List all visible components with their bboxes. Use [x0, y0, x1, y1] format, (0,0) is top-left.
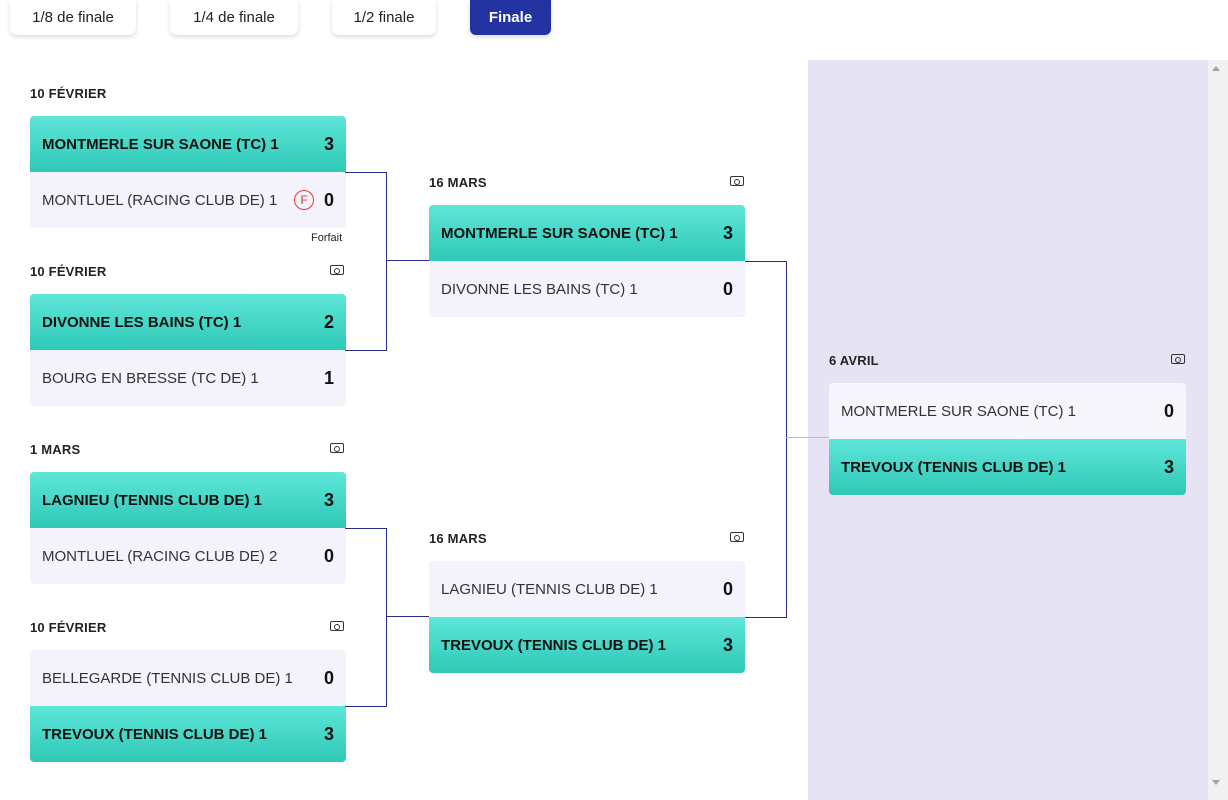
match-date: 16 MARS	[429, 531, 487, 546]
team-name: LAGNIEU (TENNIS CLUB DE) 1	[441, 580, 658, 598]
bracket-connector	[345, 350, 386, 351]
video-camera-icon[interactable]	[730, 532, 744, 542]
tab-final[interactable]: Finale	[470, 0, 551, 35]
team-name: TREVOUX (TENNIS CLUB DE) 1	[441, 636, 667, 654]
team-row-winner: MONTMERLE SUR SAONE (TC) 1 3	[30, 116, 346, 172]
match-date: 10 FÉVRIER	[30, 264, 107, 279]
team-name: MONTLUEL (RACING CLUB DE) 1	[42, 191, 278, 209]
team-row-winner: TREVOUX (TENNIS CLUB DE) 1 3	[30, 706, 346, 762]
team-score: 3	[722, 634, 733, 655]
video-camera-icon[interactable]	[1171, 354, 1185, 364]
match-date: 10 FÉVRIER	[30, 620, 107, 635]
bracket-connector	[345, 706, 386, 707]
bracket-connector	[786, 261, 787, 618]
team-score: 3	[722, 222, 733, 243]
team-row-loser: MONTMERLE SUR SAONE (TC) 1 0	[829, 383, 1186, 439]
team-score: 3	[323, 133, 334, 154]
match-card[interactable]: MONTMERLE SUR SAONE (TC) 1 3 MONTLUEL (R…	[30, 116, 346, 228]
match-card[interactable]: LAGNIEU (TENNIS CLUB DE) 1 0 TREVOUX (TE…	[429, 561, 745, 673]
match-date: 10 FÉVRIER	[30, 86, 107, 101]
team-score: 0	[722, 278, 733, 299]
team-row-loser: LAGNIEU (TENNIS CLUB DE) 1 0	[429, 561, 745, 617]
match-date: 1 MARS	[30, 442, 81, 457]
team-row-loser: MONTLUEL (RACING CLUB DE) 2 0	[30, 528, 346, 584]
team-row-winner: TREVOUX (TENNIS CLUB DE) 1 3	[429, 617, 745, 673]
team-name: TREVOUX (TENNIS CLUB DE) 1	[42, 725, 268, 743]
team-row-winner: TREVOUX (TENNIS CLUB DE) 1 3	[829, 439, 1186, 495]
team-score: 2	[323, 311, 334, 332]
bracket-connector	[386, 528, 387, 707]
team-name: MONTLUEL (RACING CLUB DE) 2	[42, 547, 278, 565]
team-row-winner: LAGNIEU (TENNIS CLUB DE) 1 3	[30, 472, 346, 528]
team-score: 3	[1163, 456, 1174, 477]
video-camera-icon[interactable]	[330, 621, 344, 631]
team-row-loser: DIVONNE LES BAINS (TC) 1 0	[429, 261, 745, 317]
team-row-loser: MONTLUEL (RACING CLUB DE) 1 F 0	[30, 172, 346, 228]
match-card[interactable]: DIVONNE LES BAINS (TC) 1 2 BOURG EN BRES…	[30, 294, 346, 406]
team-score: 1	[323, 367, 334, 388]
tab-quarter-finals[interactable]: 1/4 de finale	[170, 0, 298, 35]
team-score: 0	[323, 667, 334, 688]
team-score: 0	[323, 189, 334, 210]
team-score: 3	[323, 723, 334, 744]
team-row-winner: DIVONNE LES BAINS (TC) 1 2	[30, 294, 346, 350]
team-name: LAGNIEU (TENNIS CLUB DE) 1	[42, 491, 263, 509]
tab-semi-finals[interactable]: 1/2 finale	[332, 0, 436, 35]
match-date: 6 AVRIL	[829, 353, 879, 368]
team-name: DIVONNE LES BAINS (TC) 1	[42, 313, 242, 331]
bracket-connector	[745, 617, 786, 618]
team-score: 0	[1163, 400, 1174, 421]
final-match-card[interactable]: MONTMERLE SUR SAONE (TC) 1 0 TREVOUX (TE…	[829, 383, 1186, 495]
match-card[interactable]: MONTMERLE SUR SAONE (TC) 1 3 DIVONNE LES…	[429, 205, 745, 317]
tab-eighth-finals[interactable]: 1/8 de finale	[10, 0, 136, 35]
team-name: MONTMERLE SUR SAONE (TC) 1	[441, 224, 678, 242]
team-row-winner: MONTMERLE SUR SAONE (TC) 1 3	[429, 205, 745, 261]
forfeit-note: Forfait	[311, 232, 343, 244]
video-camera-icon[interactable]	[330, 265, 344, 275]
team-name: TREVOUX (TENNIS CLUB DE) 1	[841, 458, 1067, 476]
team-name: MONTMERLE SUR SAONE (TC) 1	[42, 135, 279, 153]
vertical-scrollbar[interactable]	[1208, 60, 1228, 800]
bracket-connector	[386, 260, 429, 261]
bracket-connector	[386, 616, 429, 617]
match-card[interactable]: BELLEGARDE (TENNIS CLUB DE) 1 0 TREVOUX …	[30, 650, 346, 762]
team-name: MONTMERLE SUR SAONE (TC) 1	[841, 402, 1077, 420]
team-row-loser: BOURG EN BRESSE (TC DE) 1 1	[30, 350, 346, 406]
team-name: BELLEGARDE (TENNIS CLUB DE) 1	[42, 669, 293, 687]
bracket-connector	[386, 172, 387, 351]
team-score: 3	[323, 489, 334, 510]
team-score: 0	[722, 578, 733, 599]
match-date: 16 MARS	[429, 175, 487, 190]
bracket-connector	[786, 437, 829, 438]
video-camera-icon[interactable]	[730, 176, 744, 186]
video-camera-icon[interactable]	[330, 443, 344, 453]
forfeit-icon: F	[293, 190, 314, 210]
scroll-up-arrow-icon[interactable]	[1212, 66, 1220, 71]
team-name: BOURG EN BRESSE (TC DE) 1	[42, 369, 259, 387]
bracket-connector	[345, 528, 386, 529]
team-score: 0	[323, 545, 334, 566]
bracket-connector	[345, 172, 386, 173]
scroll-down-arrow-icon[interactable]	[1212, 780, 1220, 785]
bracket-connector	[745, 261, 786, 262]
team-row-loser: BELLEGARDE (TENNIS CLUB DE) 1 0	[30, 650, 346, 706]
match-card[interactable]: LAGNIEU (TENNIS CLUB DE) 1 3 MONTLUEL (R…	[30, 472, 346, 584]
team-name: DIVONNE LES BAINS (TC) 1	[441, 280, 638, 298]
